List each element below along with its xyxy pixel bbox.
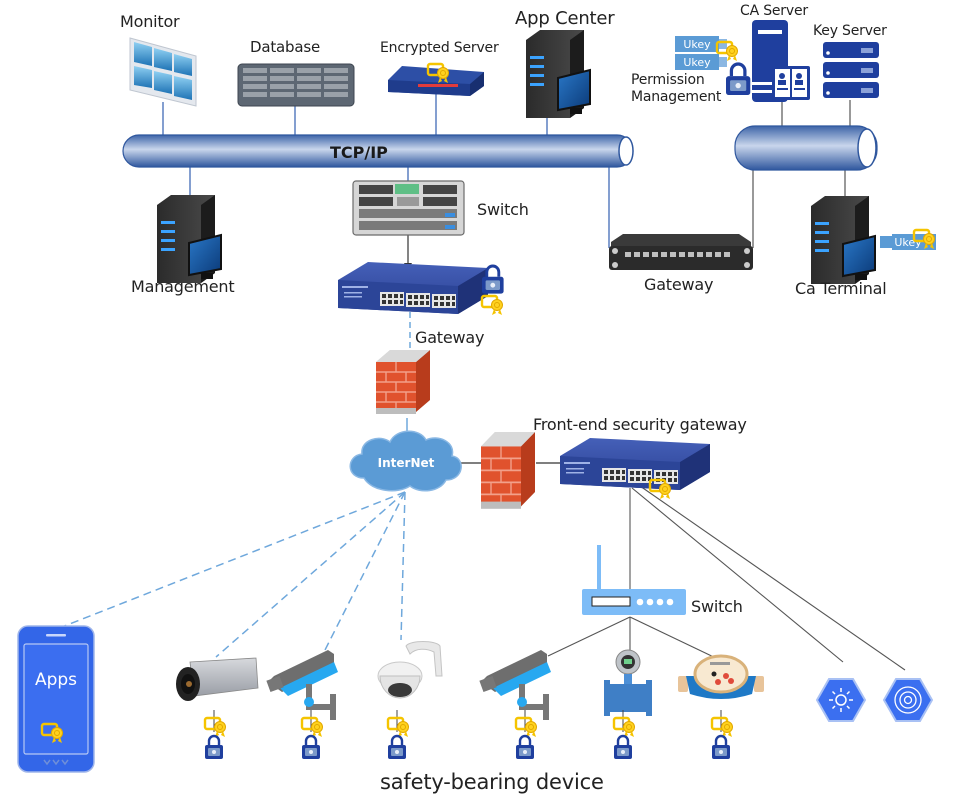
encrypted-server-label: Encrypted Server xyxy=(380,40,499,56)
phone-apps-label: Apps xyxy=(35,670,77,690)
ca-terminal-ukey-label: Ukey xyxy=(894,236,922,249)
directory-book-icon xyxy=(772,66,810,100)
internet-label: InterNet xyxy=(378,456,435,470)
storage-array-icon[interactable] xyxy=(237,63,355,107)
flow-meter-security xyxy=(614,710,635,759)
bullet-camera-1-icon[interactable] xyxy=(266,650,338,720)
signal-sensor-icon[interactable] xyxy=(882,678,934,722)
box-camera-security xyxy=(205,710,226,759)
water-meter-security xyxy=(712,710,733,759)
bullet-camera-2-security xyxy=(516,710,537,759)
bullet-camera-1-security xyxy=(302,710,323,759)
internet-cloud-icon[interactable]: InterNet xyxy=(349,430,462,492)
app-center-server-icon[interactable] xyxy=(525,29,591,119)
gateway-left-label: Gateway xyxy=(415,328,485,347)
ukey-2-label: Ukey xyxy=(683,56,711,69)
dome-camera-security xyxy=(388,710,409,759)
gateway-left-cert-icon xyxy=(480,294,504,317)
link-frontend-light-sensor xyxy=(631,487,844,663)
light-sensor-icon[interactable] xyxy=(815,678,867,722)
water-meter-icon[interactable] xyxy=(678,654,764,699)
bullet-camera-2-icon[interactable] xyxy=(479,650,551,720)
dome-camera-icon[interactable] xyxy=(377,641,443,699)
link-switch-water-meter xyxy=(629,616,721,661)
link-internet-dome-camera xyxy=(400,491,406,641)
patch-panel-icon[interactable] xyxy=(609,234,753,270)
ukey-2[interactable]: Ukey xyxy=(675,54,727,70)
ca-terminal-server-icon[interactable] xyxy=(810,195,876,285)
encrypted-appliance-icon[interactable] xyxy=(388,62,484,96)
app-center-label: App Center xyxy=(515,8,615,29)
link-internet-box-camera xyxy=(215,491,406,658)
link-frontend-signal-sensor xyxy=(639,485,906,671)
ca-server-label: CA Server xyxy=(740,3,808,19)
wireless-switch-label: Switch xyxy=(691,597,743,616)
ukey-1-label: Ukey xyxy=(683,38,711,51)
switch-label: Switch xyxy=(477,200,529,219)
monitor-icon[interactable] xyxy=(129,37,197,107)
ukey-1[interactable]: Ukey xyxy=(675,36,727,52)
ca-terminal-label: Ca Terminal xyxy=(795,279,887,298)
front-end-gateway-icon[interactable] xyxy=(560,438,710,490)
link-internet-phone xyxy=(61,491,406,628)
diagram-caption: safety-bearing device xyxy=(380,770,604,794)
usb-key-icon[interactable]: Ukey xyxy=(880,228,936,251)
wireless-router-icon[interactable] xyxy=(582,545,686,615)
link-internet-bullet-camera xyxy=(324,491,406,651)
firewall-top-icon[interactable] xyxy=(375,349,431,415)
key-server-label: Key Server xyxy=(813,23,887,39)
link-switch-bullet-camera xyxy=(547,616,631,657)
links xyxy=(61,92,906,671)
smartphone-icon[interactable]: Apps xyxy=(17,625,95,773)
permission-management-label: Permission Management xyxy=(631,72,722,105)
chassis-switch-icon[interactable] xyxy=(352,180,465,236)
monitor-label: Monitor xyxy=(120,12,180,31)
permission-padlock-icon[interactable] xyxy=(724,62,752,97)
tcp-ip-bus: TCP/IP xyxy=(122,134,634,168)
rack-server-icon[interactable] xyxy=(823,42,879,98)
gateway-left-switch-icon[interactable] xyxy=(338,262,488,314)
management-label: Management xyxy=(131,277,235,296)
firewall-front-icon[interactable] xyxy=(480,431,536,510)
ca-bus xyxy=(734,125,878,171)
flow-meter-icon[interactable] xyxy=(604,649,652,716)
gateway-right-label: Gateway xyxy=(644,275,714,294)
management-server-icon[interactable] xyxy=(156,194,222,284)
box-camera-icon[interactable] xyxy=(176,657,259,701)
front-end-gateway-label: Front-end security gateway xyxy=(533,415,747,434)
tcp-ip-label: TCP/IP xyxy=(330,143,388,162)
database-label: Database xyxy=(250,38,320,56)
